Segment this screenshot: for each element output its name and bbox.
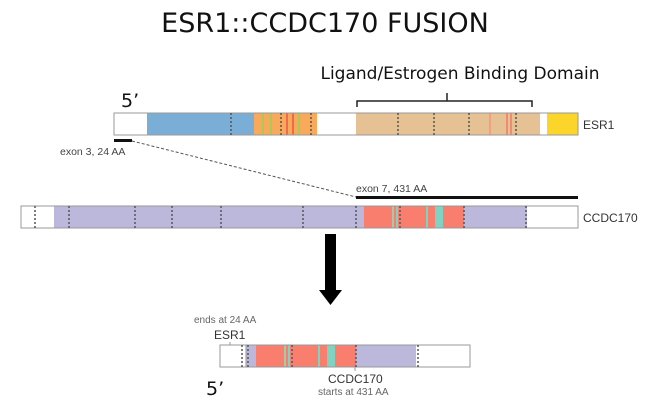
ccdc170-stripe [392, 206, 394, 228]
fusion-esr1-part [219, 344, 236, 368]
fusion-bar-border [245, 344, 471, 368]
fusion-bar [219, 342, 471, 371]
ccdc170-bar [20, 205, 579, 229]
ccdc170-stripe [435, 206, 443, 228]
five-prime-label-fusion: 5’ [206, 378, 225, 400]
fusion-stripe [327, 345, 335, 367]
esr1-stripe [286, 113, 288, 135]
esr1-stripe [270, 113, 272, 135]
esr1-stripe [489, 113, 491, 135]
esr1-bar [113, 112, 579, 136]
esr1-stripe [262, 113, 264, 135]
ccdc170-domain-salmon [364, 206, 464, 228]
diagram-title: ESR1::CCDC170 FUSION [161, 8, 489, 39]
ccdc170-exon7-marker [356, 196, 578, 199]
fusion-connector-line [131, 140, 357, 198]
esr1-domain-blue [147, 113, 254, 135]
ccdc170-stripe [426, 206, 428, 228]
ligand-binding-domain-label: Ligand/Estrogen Binding Domain [320, 64, 600, 84]
five-prime-label-esr1: 5’ [121, 90, 140, 112]
fusion-stripe [288, 345, 290, 367]
esr1-domain-yellow [547, 113, 578, 135]
esr1-stripe [292, 113, 294, 135]
fusion-stripe [318, 345, 320, 367]
esr1-stripe [506, 113, 508, 135]
ccdc170-gene-label: CCDC170 [583, 211, 638, 225]
fusion-ccdc170-label: CCDC170 [328, 372, 383, 386]
fusion-esr1-note: ends at 24 AA [194, 315, 257, 326]
domain-bracket [356, 93, 533, 107]
esr1-domain-tan [356, 113, 540, 135]
esr1-gene-label: ESR1 [583, 118, 615, 132]
ccdc170-stripe [396, 206, 398, 228]
fusion-stripe [284, 345, 286, 367]
ccdc170-exon-note: exon 7, 431 AA [356, 183, 428, 195]
esr1-exon3-marker [114, 139, 132, 142]
esr1-exon-note: exon 3, 24 AA [60, 146, 126, 158]
fusion-domain-salmon [256, 345, 356, 367]
esr1-stripe [298, 113, 300, 135]
esr1-bar-border [113, 112, 579, 136]
down-arrow-icon [319, 234, 342, 305]
esr1-domain-orange [254, 113, 317, 135]
fusion-esr1-label: ESR1 [214, 328, 246, 342]
fusion-ccdc170-note: starts at 431 AA [318, 387, 389, 398]
ccdc170-bar-border [20, 205, 579, 229]
esr1-stripe [510, 113, 512, 135]
